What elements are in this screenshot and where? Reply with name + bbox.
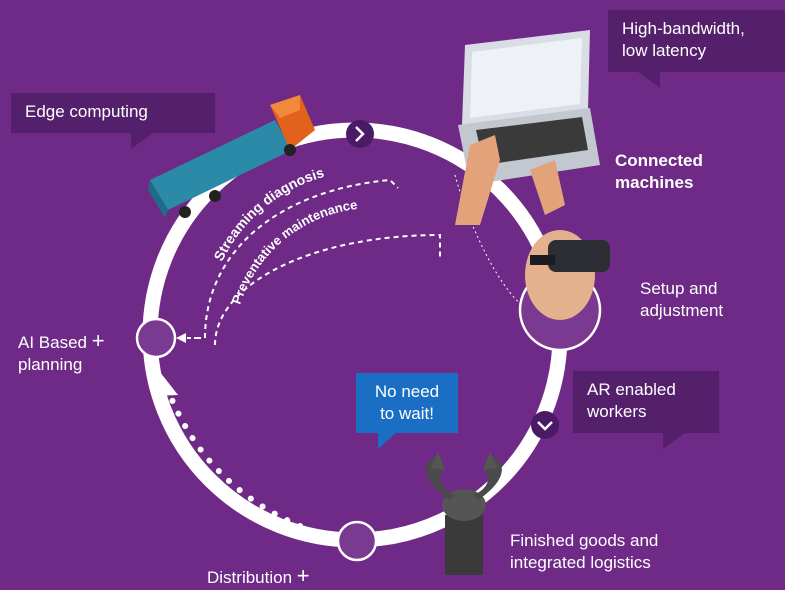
no-wait-bubble: No need to wait! bbox=[356, 373, 458, 449]
ai-planning-node[interactable] bbox=[135, 317, 177, 359]
streaming-dashed-arc bbox=[196, 178, 399, 339]
distribution-plus-icon[interactable]: + bbox=[296, 563, 310, 588]
dashed-arrowhead bbox=[176, 333, 186, 343]
distribution-text: Distribution bbox=[207, 568, 293, 587]
robot-claw-icon bbox=[426, 452, 502, 575]
bandwidth-callout: High-bandwidth, low latency bbox=[608, 10, 785, 88]
ar-label-line1: AR enabled bbox=[587, 380, 676, 399]
setup-line2: adjustment bbox=[640, 301, 724, 320]
finished-line1: Finished goods and bbox=[510, 531, 659, 550]
ai-line2: planning bbox=[18, 355, 83, 374]
edge-computing-label: Edge computing bbox=[25, 102, 148, 121]
setup-adjustment-label: Setup and adjustment bbox=[640, 278, 723, 322]
no-wait-line1: No need bbox=[374, 382, 440, 401]
distribution-label: Distribution + bbox=[207, 565, 310, 589]
distribution-node[interactable] bbox=[336, 520, 378, 562]
no-wait-line2: to wait! bbox=[380, 404, 434, 423]
chevron-down-icon[interactable] bbox=[531, 411, 559, 439]
finished-line2: integrated logistics bbox=[510, 553, 651, 572]
setup-line1: Setup and bbox=[640, 279, 718, 298]
laptop-icon bbox=[458, 30, 600, 185]
finished-goods-label: Finished goods and integrated logistics bbox=[510, 530, 658, 574]
chevron-right-icon[interactable] bbox=[346, 120, 374, 148]
ar-workers-callout: AR enabled workers bbox=[573, 371, 719, 449]
hand-icon bbox=[455, 135, 565, 225]
connected-line2: machines bbox=[615, 173, 694, 192]
vr-headset-icon bbox=[525, 230, 610, 320]
return-arrowhead bbox=[155, 372, 178, 396]
truck-icon bbox=[148, 95, 315, 218]
connected-line1: Connected bbox=[615, 151, 703, 170]
bandwidth-label-line1: High-bandwidth, bbox=[622, 19, 745, 38]
edge-computing-callout: Edge computing bbox=[11, 93, 215, 149]
ai-planning-label: AI Based + planning bbox=[18, 330, 105, 376]
bandwidth-label-line2: low latency bbox=[622, 41, 707, 60]
connected-machines-label: Connected machines bbox=[615, 150, 703, 194]
ai-plus-icon[interactable]: + bbox=[91, 328, 105, 353]
ar-label-line2: workers bbox=[587, 402, 647, 421]
ai-line1: AI Based bbox=[18, 333, 87, 352]
